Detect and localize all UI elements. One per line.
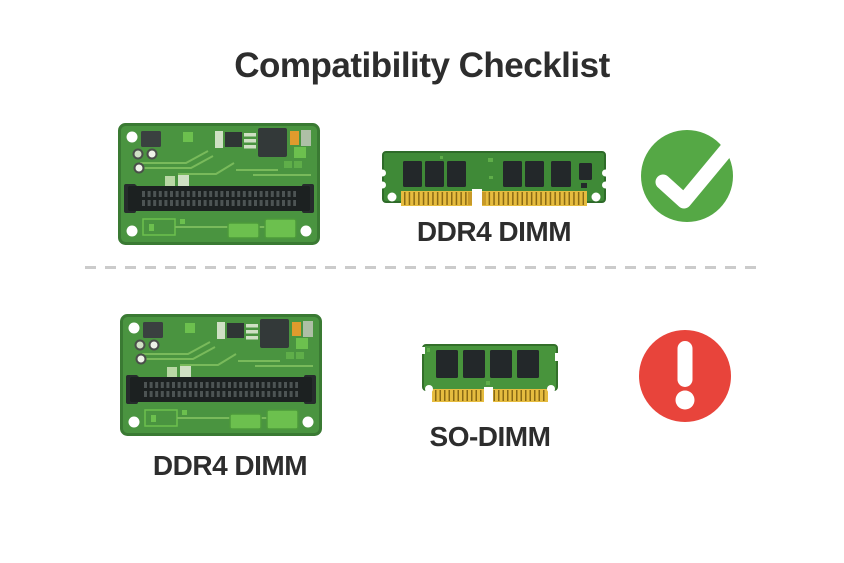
ddr4-dimm-label: DDR4 DIMM xyxy=(416,216,572,247)
ddr4-dimm-illustration xyxy=(382,151,606,207)
page-title: Compatibility Checklist xyxy=(234,46,610,85)
so-dimm-label: SO-DIMM xyxy=(429,421,551,452)
so-dimm-illustration xyxy=(422,344,558,402)
dashed-divider xyxy=(85,266,757,269)
exclamation-icon xyxy=(639,330,731,422)
motherboard-illustration xyxy=(118,123,320,245)
motherboard-slot-label: DDR4 DIMM xyxy=(152,450,308,481)
check-icon xyxy=(641,130,736,222)
motherboard-illustration xyxy=(120,314,322,436)
